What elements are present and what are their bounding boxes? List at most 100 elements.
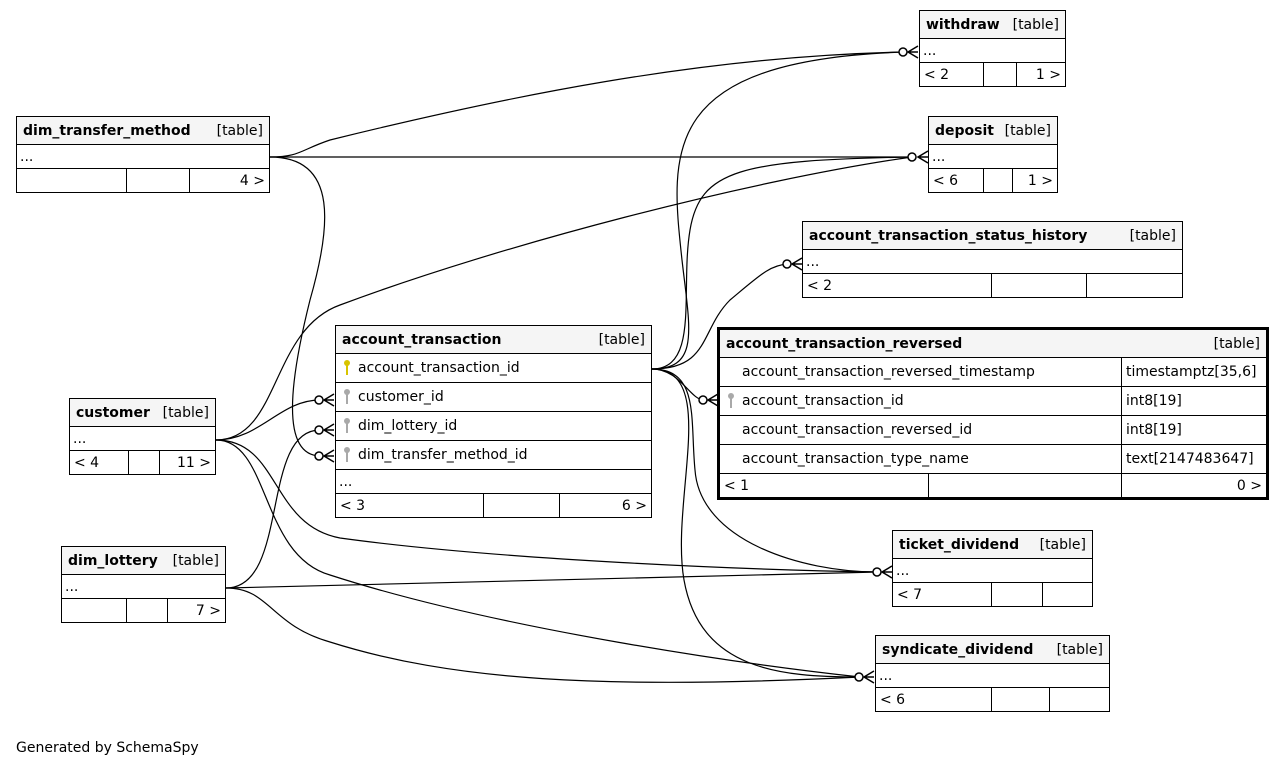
columns-ellipsis: ... bbox=[70, 427, 215, 451]
column-row[interactable]: account_transaction_type_name text[214748… bbox=[720, 445, 1266, 474]
parents-count[interactable] bbox=[17, 169, 126, 192]
column-name: dim_lottery_id bbox=[358, 418, 458, 434]
table-name: account_transaction bbox=[342, 331, 502, 348]
table-name: dim_lottery bbox=[68, 552, 158, 569]
table-header: customer[table] bbox=[70, 399, 215, 427]
table-footer: < 6 1 > bbox=[929, 169, 1057, 192]
children-count[interactable]: 7 > bbox=[195, 602, 221, 619]
table-header: dim_lottery [table] bbox=[62, 547, 225, 575]
table-kind: [table] bbox=[1213, 335, 1260, 352]
table-name: withdraw bbox=[926, 16, 1000, 33]
table-header: account_transaction_status_history[table… bbox=[803, 222, 1182, 250]
edge-dim-transfer-method-account-transaction bbox=[269, 156, 326, 457]
parents-count[interactable]: < 3 bbox=[340, 497, 366, 514]
columns-ellipsis: ... bbox=[62, 575, 225, 599]
rows-count bbox=[983, 63, 1017, 86]
parents-count[interactable]: < 1 bbox=[724, 477, 750, 494]
table-footer: 4 > bbox=[17, 169, 269, 192]
crow-foot-syndicate-dividend bbox=[854, 670, 875, 684]
table-kind: [table] bbox=[1004, 122, 1051, 139]
table-header: withdraw[table] bbox=[920, 11, 1065, 39]
crow-foot-dim-transfer-method-id bbox=[314, 449, 335, 463]
crow-foot-withdraw bbox=[898, 45, 919, 59]
children-count[interactable] bbox=[1050, 688, 1109, 711]
edge-dim-lottery-syndicate-dividend bbox=[225, 587, 861, 683]
columns-ellipsis: ... bbox=[336, 470, 651, 494]
column-row[interactable]: customer_id bbox=[336, 383, 651, 412]
parents-count[interactable]: < 2 bbox=[924, 66, 950, 83]
column-name: account_transaction_reversed_timestamp bbox=[742, 364, 1035, 380]
parents-count[interactable]: < 4 bbox=[74, 454, 100, 471]
crow-foot-status-history bbox=[782, 257, 803, 271]
table-dim-transfer-method[interactable]: dim_transfer_method [table] ... 4 > bbox=[16, 116, 270, 193]
children-count[interactable] bbox=[1087, 274, 1182, 297]
children-count[interactable]: 0 > bbox=[1236, 477, 1262, 494]
foreign-key-icon bbox=[342, 389, 352, 405]
edge-account-transaction-reversed bbox=[651, 368, 705, 401]
table-kind: [table] bbox=[598, 331, 645, 348]
table-name: dim_transfer_method bbox=[23, 122, 191, 139]
children-count[interactable]: 6 > bbox=[621, 497, 647, 514]
table-header: syndicate_dividend[table] bbox=[876, 636, 1109, 664]
column-type: text[2147483647] bbox=[1121, 445, 1266, 473]
parents-count[interactable]: < 6 bbox=[880, 691, 906, 708]
column-name: dim_transfer_method_id bbox=[358, 447, 528, 463]
table-ticket-dividend[interactable]: ticket_dividend[table] ... < 7 bbox=[892, 530, 1093, 607]
primary-key-icon bbox=[342, 360, 352, 376]
parents-count[interactable]: < 2 bbox=[807, 277, 833, 294]
parents-count[interactable]: < 6 bbox=[933, 172, 959, 189]
column-row[interactable]: dim_transfer_method_id bbox=[336, 441, 651, 470]
rows-count bbox=[126, 599, 168, 622]
table-account-transaction[interactable]: account_transaction [table] account_trans… bbox=[335, 325, 652, 518]
parents-count[interactable]: < 7 bbox=[897, 586, 923, 603]
children-count[interactable]: 1 > bbox=[1027, 172, 1053, 189]
column-row[interactable]: account_transaction_id int8[19] bbox=[720, 387, 1266, 416]
crow-foot-dim-lottery-id bbox=[314, 423, 335, 437]
parents-count[interactable] bbox=[62, 599, 126, 622]
edge-customer-account-transaction bbox=[215, 399, 321, 441]
table-kind: [table] bbox=[1056, 641, 1103, 658]
rows-count bbox=[991, 688, 1050, 711]
column-row[interactable]: account_transaction_id bbox=[336, 354, 651, 383]
table-account-transaction-reversed[interactable]: account_transaction_reversed [table] acco… bbox=[717, 327, 1269, 500]
rows-count bbox=[128, 451, 160, 474]
columns-ellipsis: ... bbox=[876, 664, 1109, 688]
table-withdraw[interactable]: withdraw[table] ... < 2 1 > bbox=[919, 10, 1066, 87]
table-name: account_transaction_reversed bbox=[726, 335, 963, 352]
table-name: account_transaction_status_history bbox=[809, 227, 1088, 244]
columns-ellipsis: ... bbox=[893, 559, 1092, 583]
column-row[interactable]: dim_lottery_id bbox=[336, 412, 651, 441]
column-name: account_transaction_reversed_id bbox=[742, 422, 973, 438]
table-deposit[interactable]: deposit[table] ... < 6 1 > bbox=[928, 116, 1058, 193]
crow-foot-deposit bbox=[907, 150, 929, 164]
children-count[interactable]: 11 > bbox=[177, 454, 211, 471]
table-syndicate-dividend[interactable]: syndicate_dividend[table] ... < 6 bbox=[875, 635, 1110, 712]
columns-ellipsis: ... bbox=[17, 145, 269, 169]
table-header: ticket_dividend[table] bbox=[893, 531, 1092, 559]
edge-dim-lottery-account-transaction bbox=[225, 429, 321, 589]
columns-ellipsis: ... bbox=[920, 39, 1065, 63]
table-account-transaction-status-history[interactable]: account_transaction_status_history[table… bbox=[802, 221, 1183, 298]
table-footer: < 6 bbox=[876, 688, 1109, 711]
table-dim-lottery[interactable]: dim_lottery [table] ... 7 > bbox=[61, 546, 226, 623]
column-name: account_transaction_type_name bbox=[742, 451, 969, 467]
children-count[interactable]: 4 > bbox=[239, 172, 265, 189]
table-kind: [table] bbox=[1039, 536, 1086, 553]
children-count[interactable]: 1 > bbox=[1035, 66, 1061, 83]
table-kind: [table] bbox=[216, 122, 263, 139]
rows-count bbox=[991, 583, 1043, 606]
edge-dim-transfer-method-withdraw bbox=[269, 51, 906, 158]
table-footer: < 3 6 > bbox=[336, 494, 651, 517]
table-customer[interactable]: customer[table] ... < 4 11 > bbox=[69, 398, 216, 475]
crow-foot-ticket-dividend bbox=[872, 565, 893, 579]
column-name: account_transaction_id bbox=[742, 393, 904, 409]
column-type: int8[19] bbox=[1121, 387, 1266, 415]
columns-ellipsis: ... bbox=[929, 145, 1057, 169]
table-kind: [table] bbox=[172, 552, 219, 569]
table-footer: < 1 0 > bbox=[720, 474, 1266, 497]
children-count[interactable] bbox=[1043, 583, 1092, 606]
rows-count bbox=[483, 494, 560, 517]
table-header: deposit[table] bbox=[929, 117, 1057, 145]
